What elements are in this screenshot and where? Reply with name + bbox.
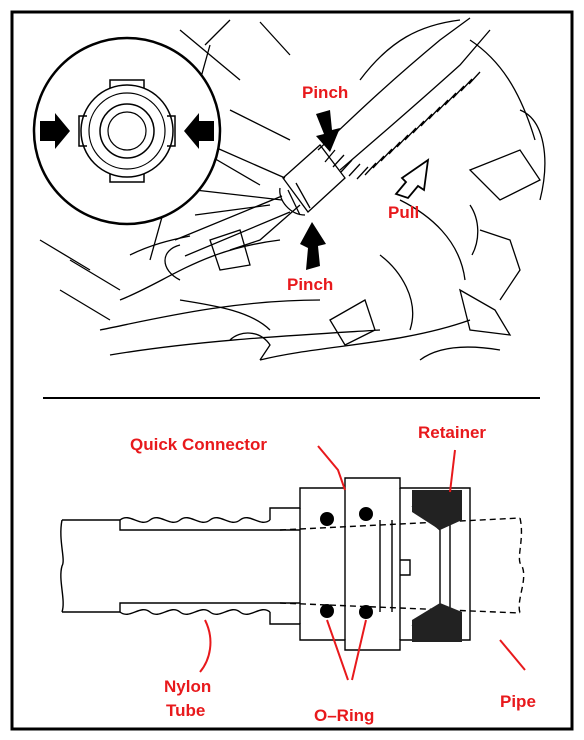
pinch-top-arrow-icon [316,110,340,152]
pinch-bottom-arrow-icon [300,222,326,270]
o-ring-2 [359,507,373,521]
pinch-top-label: Pinch [302,83,348,102]
pull-label: Pull [388,203,419,222]
leader-lines [199,445,526,681]
pipe-label: Pipe [500,692,536,711]
pinch-right-arrow-icon [184,113,214,149]
o-ring-1 [320,512,334,526]
o-ring-3 [320,604,334,618]
o-ring-label: O–Ring [314,706,374,725]
quick-connector-cross-section [60,477,525,651]
retainer-lower [412,603,462,642]
quick-connector-label: Quick Connector [130,435,267,454]
pinch-bottom-label: Pinch [287,275,333,294]
retainer-label: Retainer [418,423,486,442]
nylon-tube-label-line2: Tube [166,701,205,720]
o-ring-4 [359,605,373,619]
pinch-left-arrow-icon [40,113,70,149]
pull-arrow-icon [394,158,430,200]
magnified-connector-view [32,36,222,226]
nylon-tube-label-line1: Nylon [164,677,211,696]
retainer-upper [412,490,462,530]
